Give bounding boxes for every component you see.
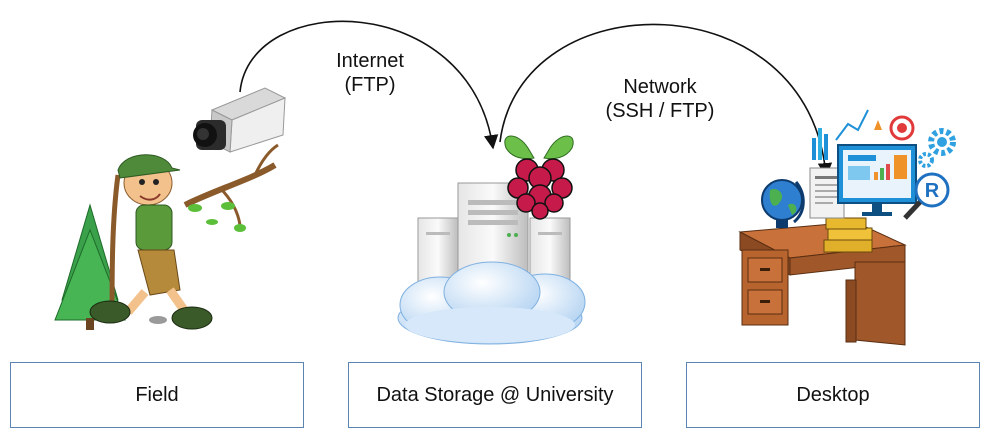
- internet-arrow: [239, 20, 499, 150]
- internet-label-line1: Internet: [336, 50, 404, 72]
- server-cloud-icon: [397, 182, 586, 345]
- analytics-dashboard-icon: [812, 109, 917, 216]
- network-label: Network (SSH / FTP): [585, 75, 735, 123]
- network-label-line1: Network: [623, 76, 697, 98]
- hiker-illustration: [54, 143, 279, 330]
- raspberry-pi-logo: [504, 135, 574, 220]
- desktop-label: Desktop: [796, 383, 870, 406]
- gear-icon: [918, 128, 956, 168]
- desktop-box: Desktop: [686, 362, 980, 428]
- internet-label: Internet (FTP): [320, 49, 420, 97]
- internet-label-line2: (FTP): [344, 74, 396, 96]
- target-icon: [874, 115, 915, 141]
- svg-text:R: R: [925, 180, 940, 202]
- field-box: Field: [10, 362, 304, 428]
- desk-icon: [738, 221, 907, 346]
- network-label-line2: (SSH / FTP): [605, 100, 715, 122]
- camera-icon: [193, 87, 287, 153]
- r-logo-icon: R: [903, 172, 950, 220]
- network-arrow: [499, 23, 833, 178]
- globe-icon: [761, 179, 805, 228]
- books-icon: [823, 217, 873, 253]
- storage-label: Data Storage @ University: [376, 383, 614, 406]
- field-label: Field: [135, 383, 179, 406]
- storage-box: Data Storage @ University: [348, 362, 642, 428]
